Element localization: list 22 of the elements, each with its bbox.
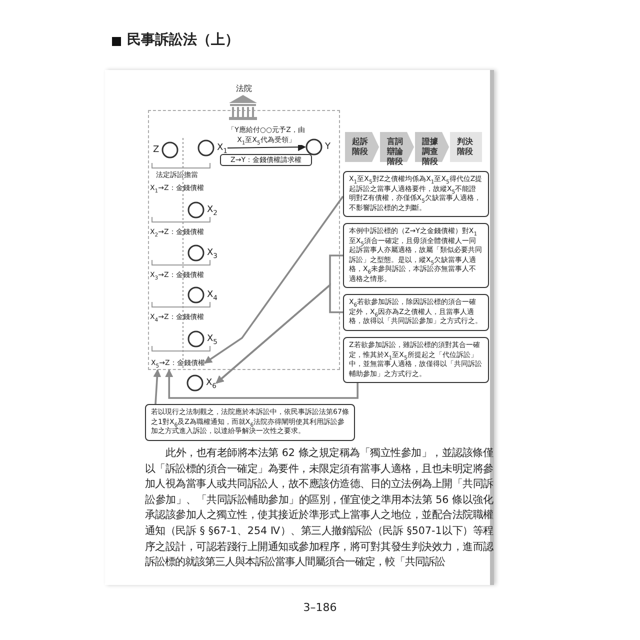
page-number: 3–186 [302, 601, 338, 614]
leader-arrow [165, 369, 358, 399]
body-paragraph: 此外，也有老師將本法第 62 條之規定稱為「獨立性參加」，並認該條僅以「訴訟標的須合一確定」為要件，未限定須有當事人適格，且也未明定將參加人視為當事人或共同訴訟人，故不應該仿造德、日的立法例為上開「共同訴訟參加」、「共同訴訟輔助參加」的區別，僅宜使之準用本法第 56 條以強化承認該參加人之獨立性，使其接近於準形式上當事人之地位，並配合法院職權通知（民訴 § §67-1、254 Ⅳ）、第三人撤銷訴訟（民訴 §507-1以下）等程序之設計，可認若踐行上開通知或參加程序，將可對其發生判決效力，進而認訴訟標的就該第三人與本訴訟當事人間屬須合一確定，較「共同訴訟 [145, 446, 493, 570]
leader-arrow [204, 196, 344, 364]
chevron-tip [406, 132, 414, 162]
leader-arrow [153, 369, 162, 404]
arrow [226, 143, 306, 152]
person-label: X$_{1}$ [217, 143, 228, 153]
person-label: X$_{6}$ [206, 378, 216, 388]
leader-arrow [216, 283, 343, 384]
stage-box: 起訴階段 [345, 132, 372, 162]
chevron-tip [442, 132, 450, 162]
person-label: X$_{4}$ [207, 290, 218, 300]
person-label: X$_{5}$ [207, 334, 218, 344]
person-label: X$_{3}$ [207, 248, 218, 258]
person-label: X$_{2}$ [207, 205, 218, 215]
page-title: 民事訴訟法（上） [127, 31, 239, 49]
person-label: Z [153, 145, 160, 155]
court-label: 法院 [236, 84, 252, 94]
person-label: Y [325, 142, 330, 152]
chevron-tip [372, 132, 380, 162]
stage-box: 判決階段 [450, 132, 484, 162]
